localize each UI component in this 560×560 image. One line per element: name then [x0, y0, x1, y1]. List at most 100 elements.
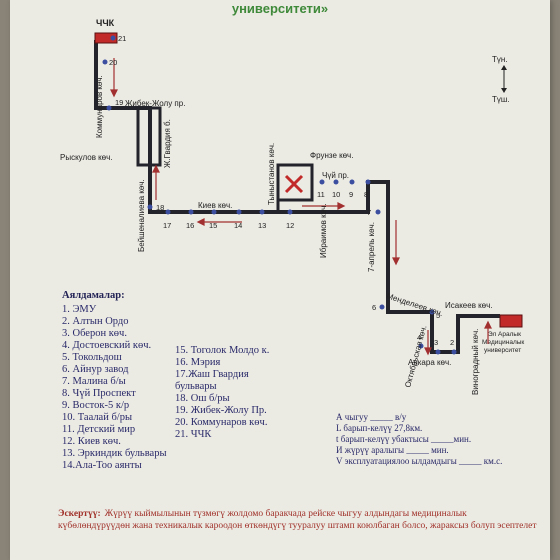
legend-item: 14.Ала-Too аянты: [62, 460, 142, 471]
street-vinogradny: Виноградный көч.: [471, 329, 480, 395]
street-april7: 7-апрель көч.: [367, 222, 376, 272]
legend-item: 9. Восток-5 к/р: [62, 400, 130, 411]
legend-item: 20. Коммунаров көч.: [175, 417, 268, 428]
street-mendeleev: Менделеев көч.: [385, 291, 444, 318]
stop-number-14: 14: [234, 221, 242, 230]
stop-18: [147, 204, 153, 210]
stats-interval: И жүрүү аралыгы _____ мин.: [336, 445, 449, 455]
terminal-end-label-1: Эл Аралык: [488, 331, 521, 338]
street-isakeev: Исакеев көч.: [445, 301, 493, 310]
street-zhibek-zholu: Жибек-Жолу пр.: [125, 99, 185, 108]
legend-item: 1. ЭМУ: [62, 304, 97, 315]
legend-item: 7. Малина б/ы: [62, 376, 126, 387]
legend-item: 21. ЧЧК: [175, 429, 212, 440]
footnote-text: Жүрүү кыймылынын түзмөгү жолдомо баракча…: [58, 509, 537, 531]
stop-number-7: 7: [367, 208, 371, 217]
street-oktyabrskaya: Октябрьская көч.: [403, 324, 428, 388]
stop-number-16: 16: [186, 221, 194, 230]
legend-item: 10. Таалай б/ры: [62, 412, 133, 423]
compass: Түн. Түш.: [492, 55, 510, 104]
stats-departures: А чыгуу _____ в/у: [336, 412, 407, 422]
stop-number-18: 18: [156, 203, 164, 212]
compass-south-label: Түш.: [492, 95, 510, 104]
stop-13: [259, 209, 265, 215]
stop-6: [379, 304, 385, 310]
street-kiev: Киев көч.: [198, 201, 232, 210]
stop-number-17: 17: [163, 221, 171, 230]
legend-item: 17.Жаш Гвардия: [175, 369, 249, 380]
stop-number-9: 9: [349, 190, 353, 199]
route-stats: А чыгуу _____ в/у L барып-келүү 27,8км. …: [336, 412, 502, 467]
stop-9: [349, 179, 355, 185]
stop-number-20: 20: [109, 58, 117, 67]
legend-item: 5. Токольдош: [62, 352, 122, 363]
footnote-label: Эскертүү:: [58, 509, 101, 519]
stop-number-6: 6: [372, 303, 376, 312]
legend-item: 15. Тоголок Молдо к.: [175, 345, 270, 356]
stop-15: [211, 209, 217, 215]
stats-speed: V эксплуатациялоо ылдамдыгы _____ км.с.: [336, 456, 503, 466]
terminal-end-label-3: университет: [484, 347, 521, 354]
stop-16: [188, 209, 194, 215]
stop-number-4: 4: [417, 333, 421, 342]
legend-column-2: 15. Тоголок Молдо к. 16. Мэрия 17.Жаш Гв…: [175, 345, 269, 441]
stop-17: [165, 209, 171, 215]
stop-19: [106, 105, 112, 111]
stop-2: [451, 349, 457, 355]
stop-number-19: 19: [115, 98, 123, 107]
stop-number-11: 11: [317, 190, 325, 199]
street-zh-gvardiya: Ж.Гвардия б.: [163, 119, 172, 168]
stop-4: [418, 343, 424, 349]
stop-numbers: 21 20 19 18 17 16 15 14 13 12 11 10 9 8 …: [109, 34, 454, 347]
street-ibraimov: Ибраимов көч.: [319, 204, 328, 258]
street-chui: Чүй пр.: [322, 171, 349, 180]
route-map: ЧЧК Эл Аралык Медициналык университет: [60, 18, 524, 395]
legend-item: 3. Оберон көч.: [62, 328, 127, 339]
legend-item: бульвары: [175, 381, 217, 392]
terminal-start-marker: [94, 32, 118, 44]
stats-distance: L барып-келүү 27,8км.: [336, 423, 423, 433]
stop-number-12: 12: [286, 221, 294, 230]
stop-10: [333, 179, 339, 185]
route-loop-tynystanov: [276, 163, 314, 212]
street-kommunarov: Коммунаров көч.: [95, 75, 104, 138]
stop-number-5: 5: [436, 311, 440, 320]
stop-21: [110, 35, 116, 41]
legend-item: 12. Киев көч.: [62, 436, 121, 447]
stop-20: [102, 59, 108, 65]
compass-north-label: Түн.: [492, 55, 508, 64]
sheet-title-line2: университети»: [231, 1, 329, 16]
terminal-end-label-2: Медициналык: [482, 339, 524, 346]
stop-7: [375, 209, 381, 215]
legend-item: 2. Алтын Ордо: [62, 316, 129, 327]
stop-number-15: 15: [209, 221, 217, 230]
legend-column-1: Аялдамалар: 1. ЭМУ 2. Алтын Ордо 3. Обер…: [62, 290, 167, 472]
direction-arrows: [110, 58, 492, 356]
stop-markers: [102, 35, 457, 355]
stop-number-8: 8: [364, 190, 368, 199]
legend-item: 19. Жибек-Жолу Пр.: [175, 405, 267, 416]
street-beishenalieva: Бейшеналиева көч.: [137, 179, 146, 252]
terminal-start-label: ЧЧК: [96, 18, 115, 28]
legend-item: 11. Детский мир: [62, 424, 136, 435]
stop-number-13: 13: [258, 221, 266, 230]
legend-item: 6. Айнур завод: [62, 364, 129, 375]
legend-heading: Аялдамалар:: [62, 290, 125, 301]
stop-11: [319, 179, 325, 185]
street-tynystanov: Тыныстанов көч.: [267, 143, 276, 205]
stats-round-trip-time: t барып-келүү убактысы _____мин.: [336, 434, 472, 444]
legend-item: 13. Эркиндик бульвары: [62, 448, 167, 459]
legend-item: 18. Ош б/ры: [175, 393, 230, 404]
footnote: Эскертүү:Жүрүү кыймылынын түзмөгү жолдом…: [58, 508, 538, 532]
legend-item: 8. Чүй Проспект: [62, 388, 136, 399]
stop-12: [287, 209, 293, 215]
legend-item: 4. Достоевский көч.: [62, 340, 152, 351]
stop-14: [236, 209, 242, 215]
stop-8: [365, 179, 371, 185]
terminal-end-marker: [499, 314, 523, 328]
stop-3: [435, 349, 441, 355]
stop-number-10: 10: [332, 190, 340, 199]
legend-item: 16. Мэрия: [175, 357, 221, 368]
street-frunze: Фрунзе көч.: [310, 151, 353, 160]
stop-number-2: 2: [450, 338, 454, 347]
